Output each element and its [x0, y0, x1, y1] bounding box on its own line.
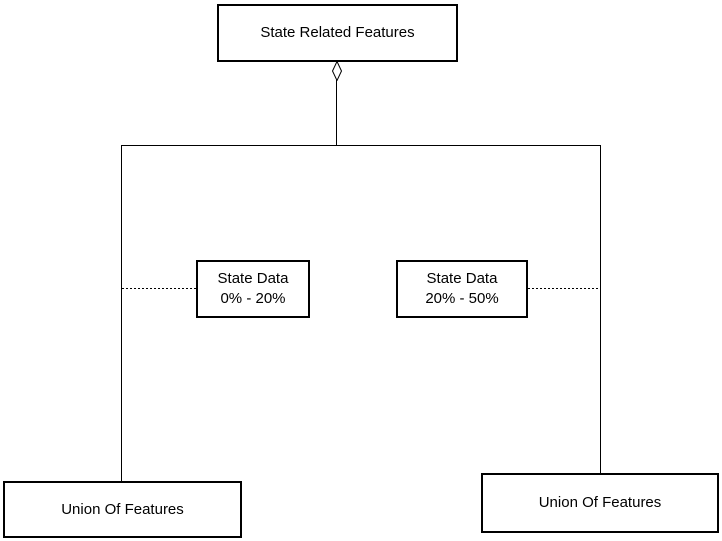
state-related-features-node: State Related Features	[217, 4, 458, 62]
right-dotted-connector	[528, 288, 600, 289]
state-related-features-label: State Related Features	[260, 24, 415, 41]
union-of-features-left-label: Union Of Features	[61, 500, 184, 518]
union-of-features-left-node: Union Of Features	[3, 481, 242, 538]
branch-horizontal-line	[121, 145, 601, 146]
union-of-features-right-node: Union Of Features	[481, 473, 719, 533]
state-data-20-50-node: State Data 20% - 50%	[396, 260, 528, 318]
state-data-0-20-label-line2: 0% - 20%	[220, 290, 286, 307]
state-data-20-50-label-line2: 20% - 50%	[425, 290, 499, 307]
aggregation-diamond-icon	[332, 61, 342, 81]
state-data-0-20-label-line1: State Data	[217, 270, 289, 287]
trunk-connector-line	[336, 80, 337, 145]
state-data-0-20-node: State Data 0% - 20%	[196, 260, 310, 318]
right-branch-line	[600, 145, 601, 473]
state-data-20-50-label-line1: State Data	[426, 270, 498, 287]
union-of-features-right-label: Union Of Features	[538, 494, 662, 511]
left-branch-line	[121, 145, 122, 481]
left-dotted-connector	[122, 288, 196, 289]
